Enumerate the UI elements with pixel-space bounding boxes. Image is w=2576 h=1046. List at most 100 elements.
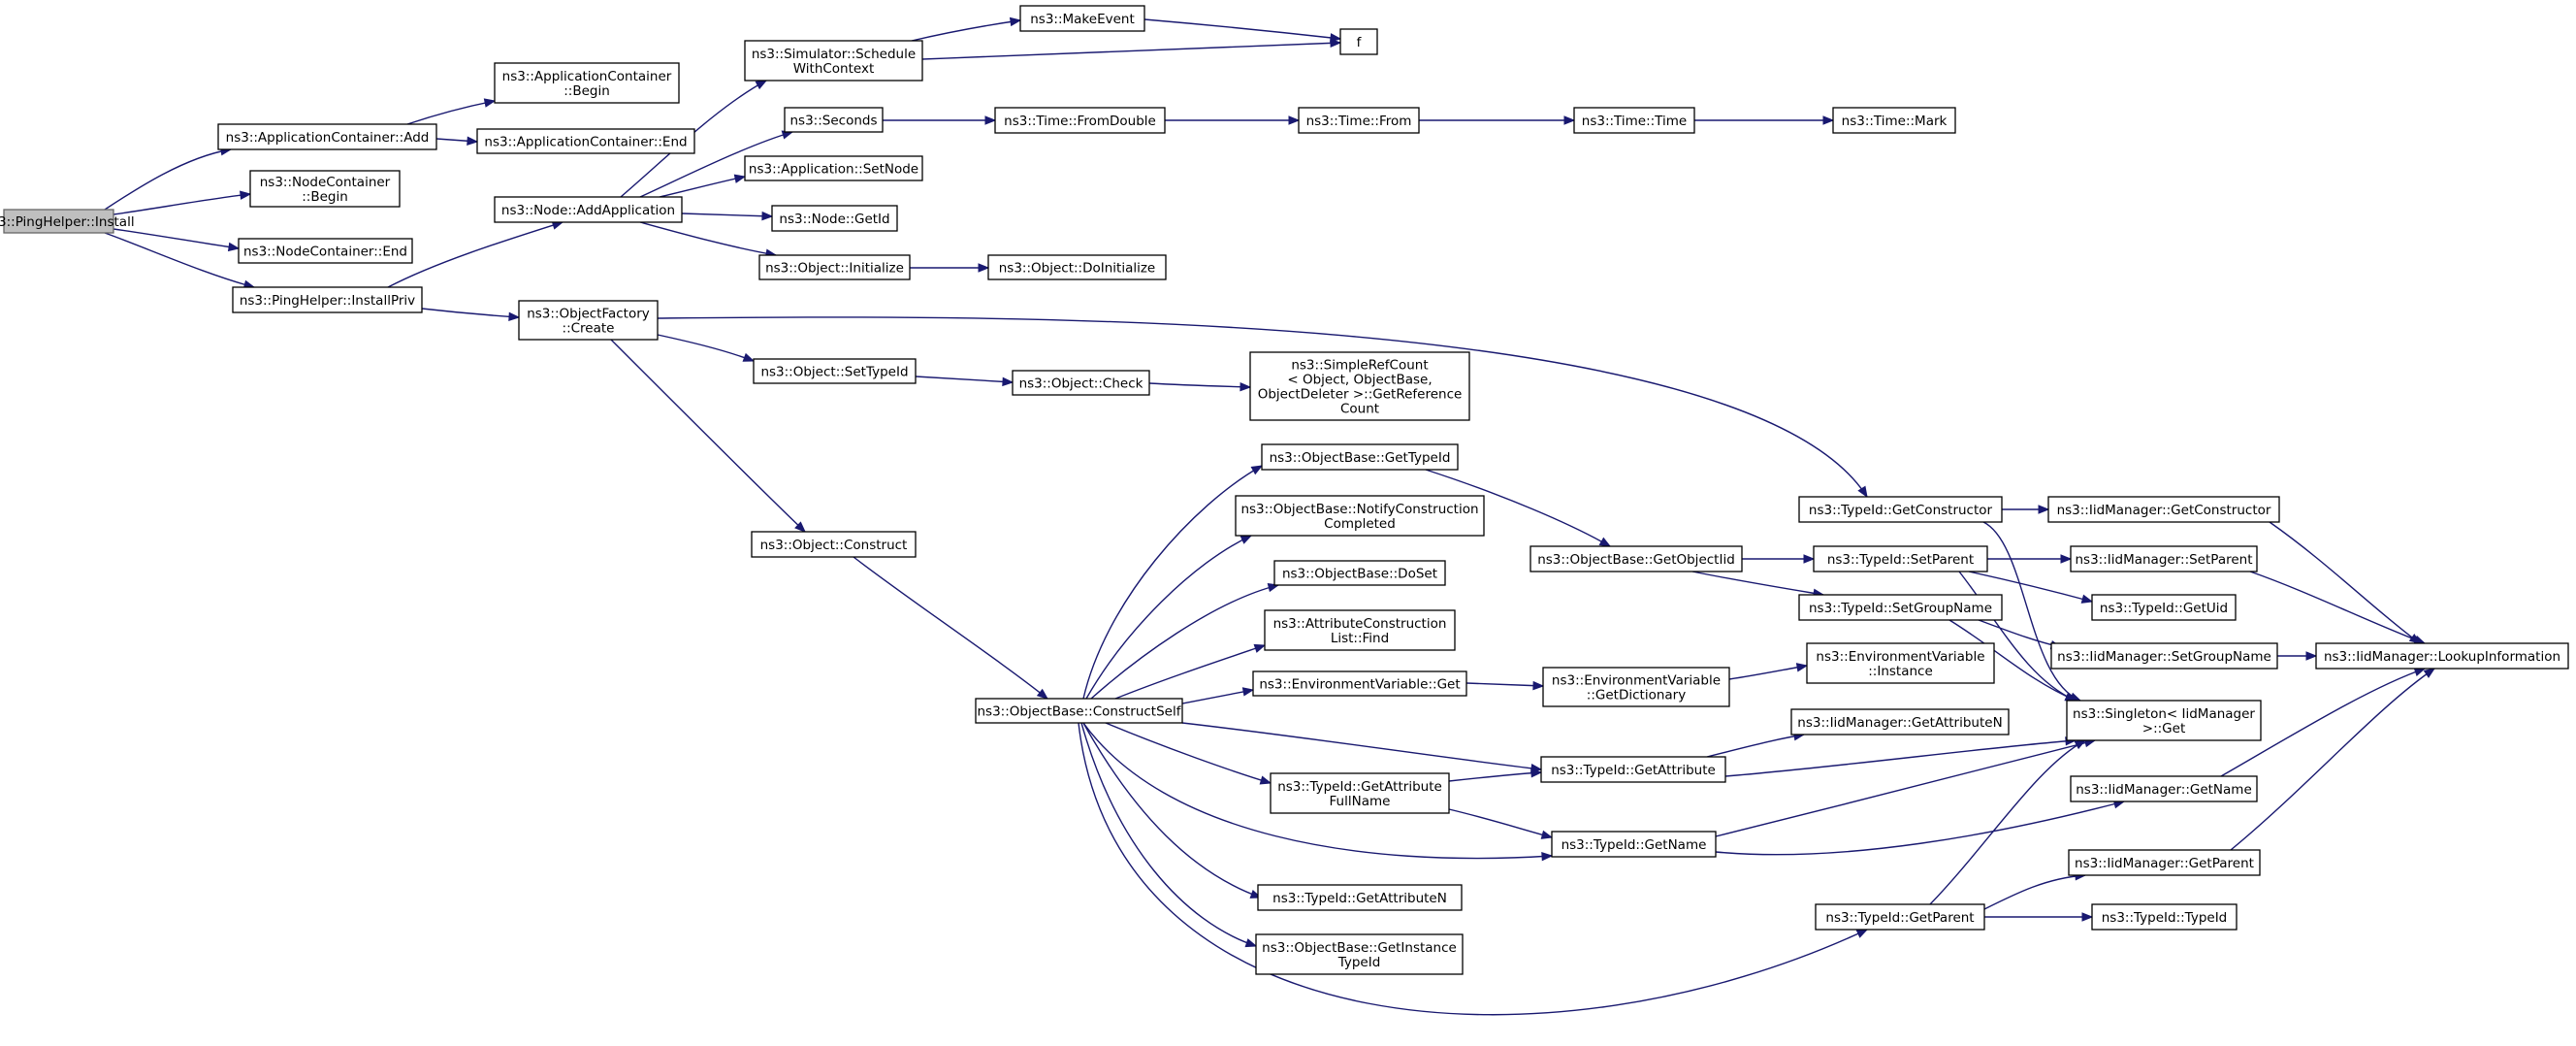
node-lookupInfo[interactable]: ns3::IidManager::LookupInformation: [2315, 642, 2569, 670]
node-install[interactable]: ns3::PingHelper::Install: [0, 209, 135, 234]
node-box[interactable]: [758, 254, 911, 280]
node-box[interactable]: [744, 155, 923, 181]
node-box[interactable]: [2066, 700, 2262, 741]
node-fromDouble[interactable]: ns3::Time::FromDouble: [994, 107, 1166, 134]
node-getAttrN[interactable]: ns3::TypeId::GetAttributeN: [1257, 884, 1463, 911]
node-box[interactable]: [232, 286, 423, 313]
node-box[interactable]: [1813, 545, 1988, 572]
node-obGetTypeId[interactable]: ns3::ObjectBase::GetTypeId: [1261, 443, 1459, 471]
node-box[interactable]: [2070, 775, 2258, 802]
node-box[interactable]: [975, 698, 1183, 724]
node-box[interactable]: [1542, 667, 1730, 707]
node-box[interactable]: [1530, 545, 1743, 572]
node-getObjectIid[interactable]: ns3::ObjectBase::GetObjectIid: [1530, 545, 1743, 572]
node-box[interactable]: [1019, 5, 1145, 32]
node-getUid[interactable]: ns3::TypeId::GetUid: [2091, 594, 2237, 621]
node-box[interactable]: [2047, 496, 2280, 523]
node-appAdd[interactable]: ns3::ApplicationContainer::Add: [217, 123, 437, 150]
node-box[interactable]: [771, 205, 898, 232]
node-getName[interactable]: ns3::TypeId::GetName: [1551, 831, 1717, 858]
node-box[interactable]: [2070, 545, 2258, 572]
node-box[interactable]: [2091, 903, 2238, 931]
node-doInit[interactable]: ns3::Object::DoInitialize: [987, 254, 1167, 280]
node-timeMark[interactable]: ns3::Time::Mark: [1832, 107, 1956, 134]
node-box[interactable]: [2050, 642, 2278, 670]
node-box[interactable]: [1832, 107, 1956, 134]
node-envGet[interactable]: ns3::EnvironmentVariable::Get: [1252, 670, 1467, 697]
node-objCheck[interactable]: ns3::Object::Check: [1012, 370, 1150, 396]
node-tidTypeId[interactable]: ns3::TypeId::TypeId: [2091, 903, 2238, 931]
node-acEnd[interactable]: ns3::ApplicationContainer::End: [476, 128, 695, 154]
node-ofCreate[interactable]: ns3::ObjectFactory::Create: [518, 300, 659, 341]
node-seconds[interactable]: ns3::Seconds: [784, 107, 884, 133]
node-acBegin[interactable]: ns3::ApplicationContainer::Begin: [494, 62, 680, 104]
node-box[interactable]: [1255, 933, 1464, 975]
node-box[interactable]: [238, 238, 413, 264]
node-box[interactable]: [753, 358, 917, 384]
node-box[interactable]: [1235, 495, 1485, 537]
node-box[interactable]: [1790, 708, 2010, 735]
node-doSet[interactable]: ns3::ObjectBase::DoSet: [1273, 560, 1446, 586]
node-envInstance[interactable]: ns3::EnvironmentVariable::Instance: [1806, 642, 1995, 684]
node-timeFrom[interactable]: ns3::Time::From: [1298, 107, 1420, 134]
node-refCount[interactable]: ns3::SimpleRefCount< Object, ObjectBase,…: [1249, 351, 1470, 421]
node-addApp[interactable]: ns3::Node::AddApplication: [494, 196, 683, 223]
node-box[interactable]: [494, 62, 680, 104]
node-box[interactable]: [987, 254, 1167, 280]
node-appSetNode[interactable]: ns3::Application::SetNode: [744, 155, 923, 181]
node-objInit[interactable]: ns3::Object::Initialize: [758, 254, 911, 280]
node-box[interactable]: [994, 107, 1166, 134]
node-setParent[interactable]: ns3::TypeId::SetParent: [1813, 545, 1988, 572]
node-box[interactable]: [1252, 670, 1467, 697]
node-envDict[interactable]: ns3::EnvironmentVariable::GetDictionary: [1542, 667, 1730, 707]
node-makeEvent[interactable]: ns3::MakeEvent: [1019, 5, 1145, 32]
node-notifyCons[interactable]: ns3::ObjectBase::NotifyConstructionCompl…: [1235, 495, 1485, 537]
node-box[interactable]: [1806, 642, 1995, 684]
node-timeTime[interactable]: ns3::Time::Time: [1573, 107, 1695, 134]
node-box[interactable]: [2315, 642, 2569, 670]
node-iidSetParent[interactable]: ns3::IidManager::SetParent: [2070, 545, 2258, 572]
node-box[interactable]: [1264, 609, 1456, 651]
node-box[interactable]: [1298, 107, 1420, 134]
node-box[interactable]: [476, 128, 695, 154]
node-constructSelf[interactable]: ns3::ObjectBase::ConstructSelf: [975, 698, 1183, 724]
node-iidGetParent[interactable]: ns3::IidManager::GetParent: [2068, 849, 2261, 876]
node-setGroupName[interactable]: ns3::TypeId::SetGroupName: [1798, 594, 2003, 621]
node-box[interactable]: [217, 123, 437, 150]
node-box[interactable]: [1573, 107, 1695, 134]
node-iidGetName[interactable]: ns3::IidManager::GetName: [2070, 775, 2258, 802]
node-box[interactable]: [784, 107, 884, 133]
node-box[interactable]: [1273, 560, 1446, 586]
node-box[interactable]: [494, 196, 683, 223]
node-box[interactable]: [1270, 772, 1450, 814]
node-box[interactable]: [1540, 756, 1726, 783]
node-box[interactable]: [751, 531, 917, 558]
node-box[interactable]: [1257, 884, 1463, 911]
node-box[interactable]: [1261, 443, 1459, 471]
node-setTypeId[interactable]: ns3::Object::SetTypeId: [753, 358, 917, 384]
node-f[interactable]: f: [1339, 28, 1378, 55]
node-box[interactable]: [1798, 594, 2003, 621]
node-getConstructor[interactable]: ns3::TypeId::GetConstructor: [1798, 496, 2003, 523]
node-box[interactable]: [744, 40, 923, 82]
node-iidGetCons[interactable]: ns3::IidManager::GetConstructor: [2047, 496, 2280, 523]
node-box[interactable]: [1249, 351, 1470, 421]
node-singletonGet[interactable]: ns3::Singleton< IidManager >::Get: [2066, 700, 2262, 741]
node-getAttribute[interactable]: ns3::TypeId::GetAttribute: [1540, 756, 1726, 783]
node-installPriv[interactable]: ns3::PingHelper::InstallPriv: [232, 286, 423, 313]
node-box[interactable]: [1551, 831, 1717, 858]
node-getParent[interactable]: ns3::TypeId::GetParent: [1815, 903, 1985, 931]
node-nodeGetId[interactable]: ns3::Node::GetId: [771, 205, 898, 232]
node-box[interactable]: [1815, 903, 1985, 931]
node-box[interactable]: [249, 170, 401, 208]
node-box[interactable]: [1798, 496, 2003, 523]
node-iidGetAttrN[interactable]: ns3::IidManager::GetAttributeN: [1790, 708, 2010, 735]
root-node-box[interactable]: [3, 209, 114, 234]
node-ncEnd[interactable]: ns3::NodeContainer::End: [238, 238, 413, 264]
node-box[interactable]: [1339, 28, 1378, 55]
node-ncBegin[interactable]: ns3::NodeContainer::Begin: [249, 170, 401, 208]
